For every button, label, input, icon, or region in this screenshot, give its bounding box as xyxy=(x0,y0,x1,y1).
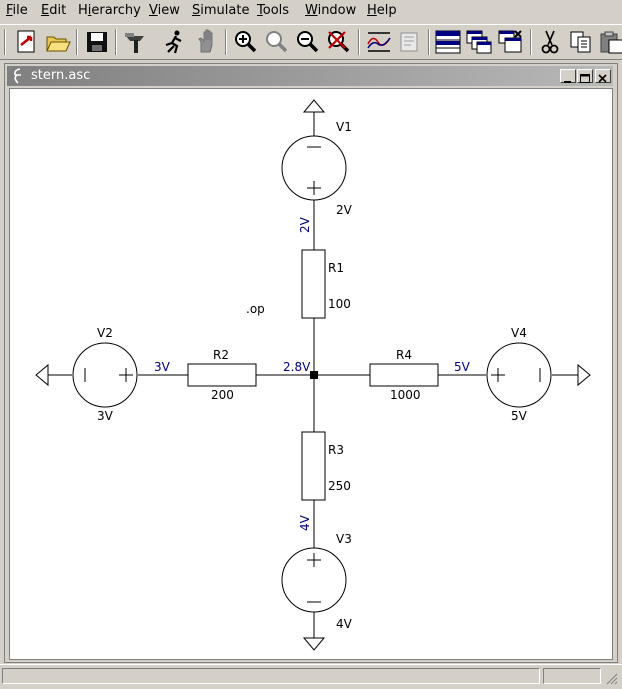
resistor-r1-icon xyxy=(301,249,326,319)
autorange-icon[interactable] xyxy=(365,28,393,56)
r1-name-label: R1 xyxy=(328,261,344,275)
close-windows-icon[interactable] xyxy=(497,28,525,56)
size-grip-icon[interactable] xyxy=(604,670,618,689)
run-icon[interactable] xyxy=(160,28,188,56)
mdi-client-area: stern.asc xyxy=(0,60,622,664)
open-icon[interactable] xyxy=(44,28,72,56)
v3-name-label: V3 xyxy=(336,532,352,546)
toolbar-separator xyxy=(358,29,360,55)
node-terminal-right-icon xyxy=(577,363,591,387)
status-panel-main xyxy=(2,668,540,684)
new-schematic-icon[interactable] xyxy=(12,28,40,56)
menu-edit[interactable]: Edit xyxy=(41,3,67,18)
cut-icon[interactable] xyxy=(536,28,564,56)
menu-window[interactable]: Window xyxy=(305,3,357,18)
voltage-source-v1-icon xyxy=(281,135,347,201)
status-panel-secondary xyxy=(543,668,601,684)
halt-icon[interactable] xyxy=(193,28,221,56)
toolbar-separator xyxy=(428,29,430,55)
menu-bar: File Edit Hierarchy View Simulate Tools … xyxy=(0,0,622,22)
toolbar-separator xyxy=(76,29,78,55)
zoom-in-icon[interactable] xyxy=(232,28,260,56)
v1-value-label: 2V xyxy=(336,203,353,217)
cascade-windows-icon[interactable] xyxy=(465,28,493,56)
net-label-left: 3V xyxy=(154,360,171,374)
r3-name-label: R3 xyxy=(328,443,344,457)
schematic-window-titlebar[interactable]: stern.asc xyxy=(7,66,613,86)
schematic-window: stern.asc xyxy=(4,63,618,663)
v1-name-label: V1 xyxy=(336,120,352,134)
control-panel-icon[interactable] xyxy=(122,28,150,56)
op-directive[interactable]: .op xyxy=(246,302,265,316)
schematic-drawing: V1 2V V3 4V V2 3V V4 5V R1 100 R2 200 R3… xyxy=(35,99,591,651)
paste-icon[interactable] xyxy=(597,28,622,56)
toolbar-separator xyxy=(225,29,227,55)
node-terminal-left-icon xyxy=(35,363,49,387)
save-icon[interactable] xyxy=(83,28,111,56)
node-terminal-top-icon xyxy=(302,99,326,113)
tile-windows-icon[interactable] xyxy=(434,28,462,56)
toolbar-separator xyxy=(4,29,6,55)
v4-name-label: V4 xyxy=(511,326,527,340)
r3-value-label: 250 xyxy=(328,479,351,493)
voltage-source-v2-icon xyxy=(72,342,138,408)
voltage-source-v3-icon xyxy=(281,547,347,613)
r4-name-label: R4 xyxy=(396,348,412,362)
maximize-button[interactable] xyxy=(577,69,593,83)
menu-file[interactable]: File xyxy=(6,3,28,18)
status-bar xyxy=(0,664,622,686)
toolbar xyxy=(0,24,622,60)
resistor-r4-icon xyxy=(369,363,439,387)
menu-hierarchy[interactable]: Hierarchy xyxy=(78,3,141,18)
menu-simulate[interactable]: Simulate xyxy=(192,3,250,18)
r1-value-label: 100 xyxy=(328,297,351,311)
menu-view[interactable]: View xyxy=(149,3,180,18)
view-spice-netlist-icon[interactable] xyxy=(396,28,424,56)
menu-help[interactable]: Help xyxy=(367,3,397,18)
r2-value-label: 200 xyxy=(211,388,234,402)
close-button[interactable] xyxy=(595,69,611,83)
v2-value-label: 3V xyxy=(97,409,114,423)
schematic-canvas[interactable]: V1 2V V3 4V V2 3V V4 5V R1 100 R2 200 R3… xyxy=(9,88,613,660)
schematic-document-icon xyxy=(11,67,27,85)
junction-dot xyxy=(310,371,318,379)
net-label-bottom: 4V xyxy=(298,514,312,531)
r2-name-label: R2 xyxy=(213,348,229,362)
pan-icon[interactable] xyxy=(263,28,291,56)
resistor-r3-icon xyxy=(301,431,326,501)
minimize-button[interactable] xyxy=(560,69,576,83)
net-label-top: 2V xyxy=(298,216,312,233)
menu-tools[interactable]: Tools xyxy=(257,3,290,18)
v2-name-label: V2 xyxy=(97,326,113,340)
copy-icon[interactable] xyxy=(567,28,595,56)
zoom-cancel-icon[interactable] xyxy=(325,28,353,56)
node-terminal-bottom-icon xyxy=(302,637,326,651)
voltage-source-v4-icon xyxy=(486,342,552,408)
zoom-out-icon[interactable] xyxy=(294,28,322,56)
v3-value-label: 4V xyxy=(336,617,353,631)
net-label-center: 2.8V xyxy=(283,360,311,374)
toolbar-separator xyxy=(530,29,532,55)
schematic-window-title: stern.asc xyxy=(31,68,91,83)
toolbar-separator xyxy=(115,29,117,55)
resistor-r2-icon xyxy=(187,363,257,387)
r4-value-label: 1000 xyxy=(390,388,421,402)
v4-value-label: 5V xyxy=(511,409,528,423)
net-label-right: 5V xyxy=(454,360,471,374)
